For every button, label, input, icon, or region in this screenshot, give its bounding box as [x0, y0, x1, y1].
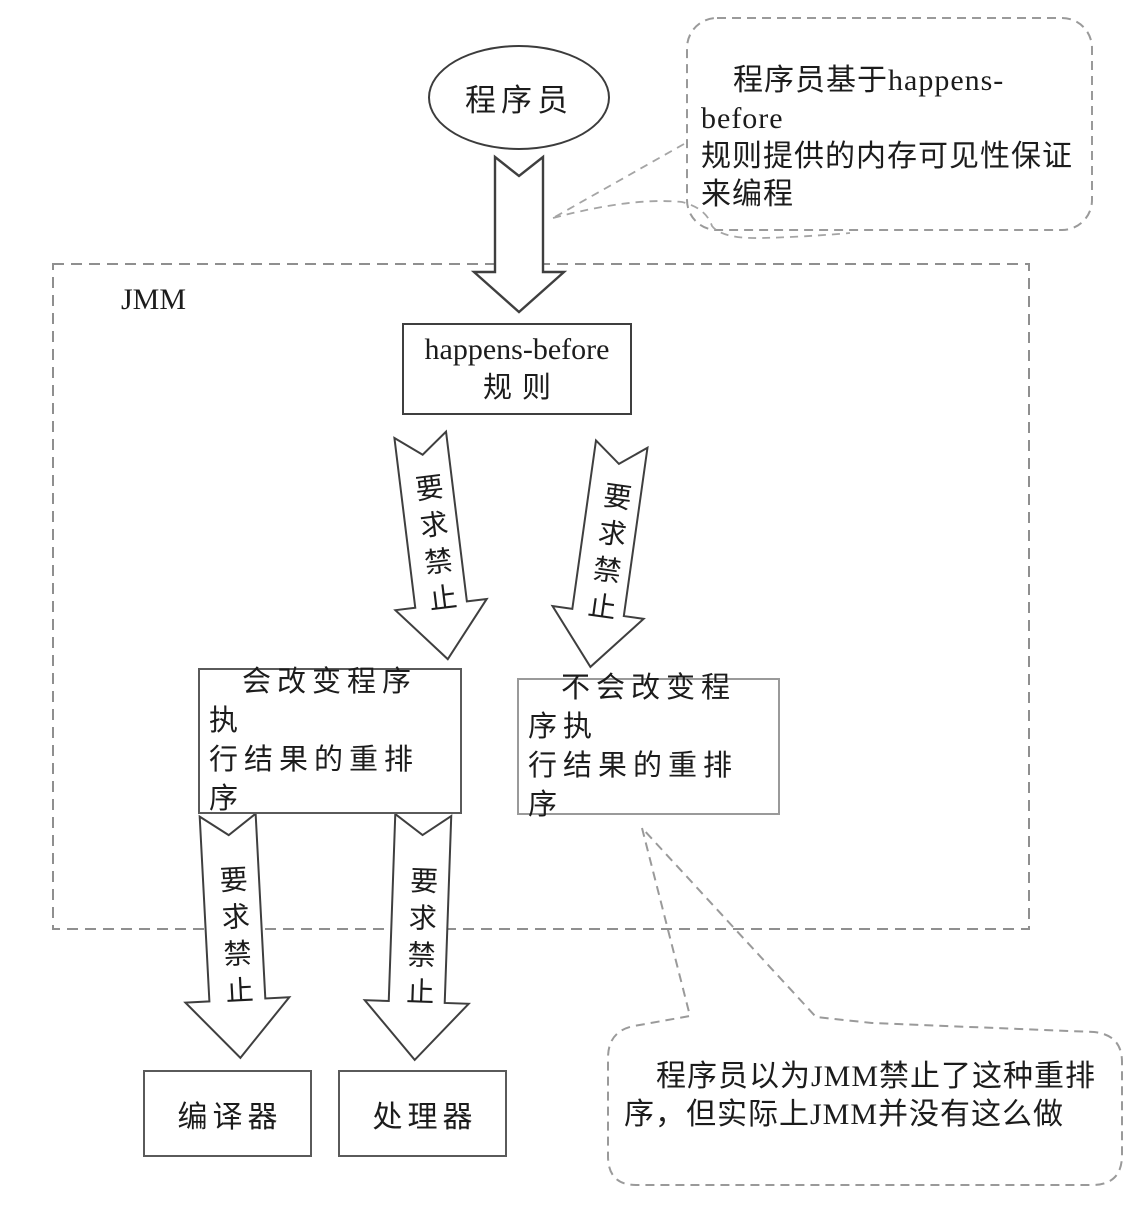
happens-before-rule-line2: 规则 — [482, 372, 561, 404]
processor-box: 处理器 — [338, 1070, 507, 1157]
arrow-label-changing-to-compiler: 要求禁止 — [214, 864, 254, 1014]
bottom-callout-line1: 程序员以为JMM禁止了这种重排 — [656, 1060, 1097, 1093]
programmer-node: 程序员 — [428, 45, 610, 150]
happens-before-rule-line1: happens-before — [424, 333, 610, 366]
top-callout-line1: 程序员基于happens-before — [701, 64, 1005, 135]
compiler-label: 编译器 — [177, 1100, 283, 1134]
arrow-programmer-to-happens-before — [470, 154, 568, 314]
bottom-callout-line2: 序，但实际上JMM并没有这么做 — [624, 1098, 1065, 1131]
arrow-label-hb-to-preserving: 要求禁止 — [581, 479, 633, 631]
jmm-region-label: JMM — [121, 283, 187, 316]
processor-label: 处理器 — [372, 1100, 478, 1134]
result-preserving-reorder-box: 不会改变程序执 行结果的重排序 — [517, 672, 780, 821]
result-changing-reorder-line1: 会改变程序执 — [209, 666, 418, 737]
top-callout-line3: 来编程 — [701, 178, 794, 211]
compiler-box: 编译器 — [143, 1070, 312, 1157]
happens-before-rule-box: happens-before 规则 — [402, 323, 632, 415]
result-changing-reorder-box: 会改变程序执 行结果的重排序 — [198, 666, 462, 815]
result-preserving-reorder-line2: 行结果的重排序 — [528, 749, 739, 821]
arrow-label-changing-to-processor: 要求禁止 — [401, 865, 438, 1015]
result-changing-reorder-line2: 行结果的重排序 — [209, 744, 420, 815]
top-callout-line2: 规则提供的内存可见性保证 — [701, 140, 1073, 173]
result-preserving-reorder-line1: 不会改变程序执 — [528, 671, 737, 743]
programmer-label: 程序员 — [465, 83, 573, 118]
top-callout: 程序员基于happens-before 规则提供的内存可见性保证 来编程 — [687, 18, 1092, 230]
arrow-label-hb-to-changing: 要求禁止 — [409, 471, 459, 623]
top-callout-tail-upper — [552, 143, 685, 219]
bottom-callout: 程序员以为JMM禁止了这种重排 序，但实际上JMM并没有这么做 — [610, 1030, 1122, 1185]
